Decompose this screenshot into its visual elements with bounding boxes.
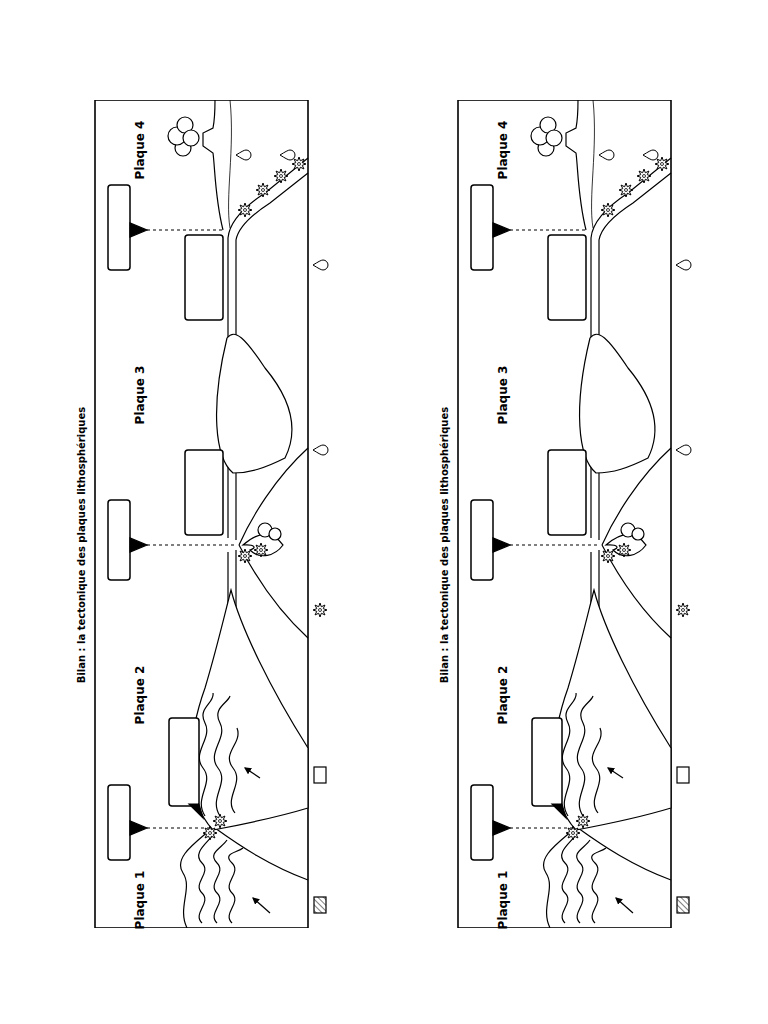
plate-label: Plaque 3 xyxy=(134,366,146,425)
title: Bilan : la tectonique des plaques lithos… xyxy=(440,407,450,683)
cross-section xyxy=(65,100,335,928)
diagram-panel: Bilan : la tectonique des plaques lithos… xyxy=(65,100,335,928)
plate-label: Plaque 2 xyxy=(497,666,509,725)
plate-label: Plaque 1 xyxy=(497,871,509,930)
plate-label: Plaque 3 xyxy=(497,366,509,425)
title: Bilan : la tectonique des plaques lithos… xyxy=(77,407,87,683)
plate-label: Plaque 4 xyxy=(134,121,146,180)
diagram-panel: Bilan : la tectonique des plaques lithos… xyxy=(428,100,698,928)
plate-label: Plaque 4 xyxy=(497,121,509,180)
cross-section xyxy=(458,100,691,928)
cross-section xyxy=(95,100,328,928)
plate-label: Plaque 2 xyxy=(134,666,146,725)
plate-label: Plaque 1 xyxy=(134,871,146,930)
cross-section xyxy=(428,100,698,928)
